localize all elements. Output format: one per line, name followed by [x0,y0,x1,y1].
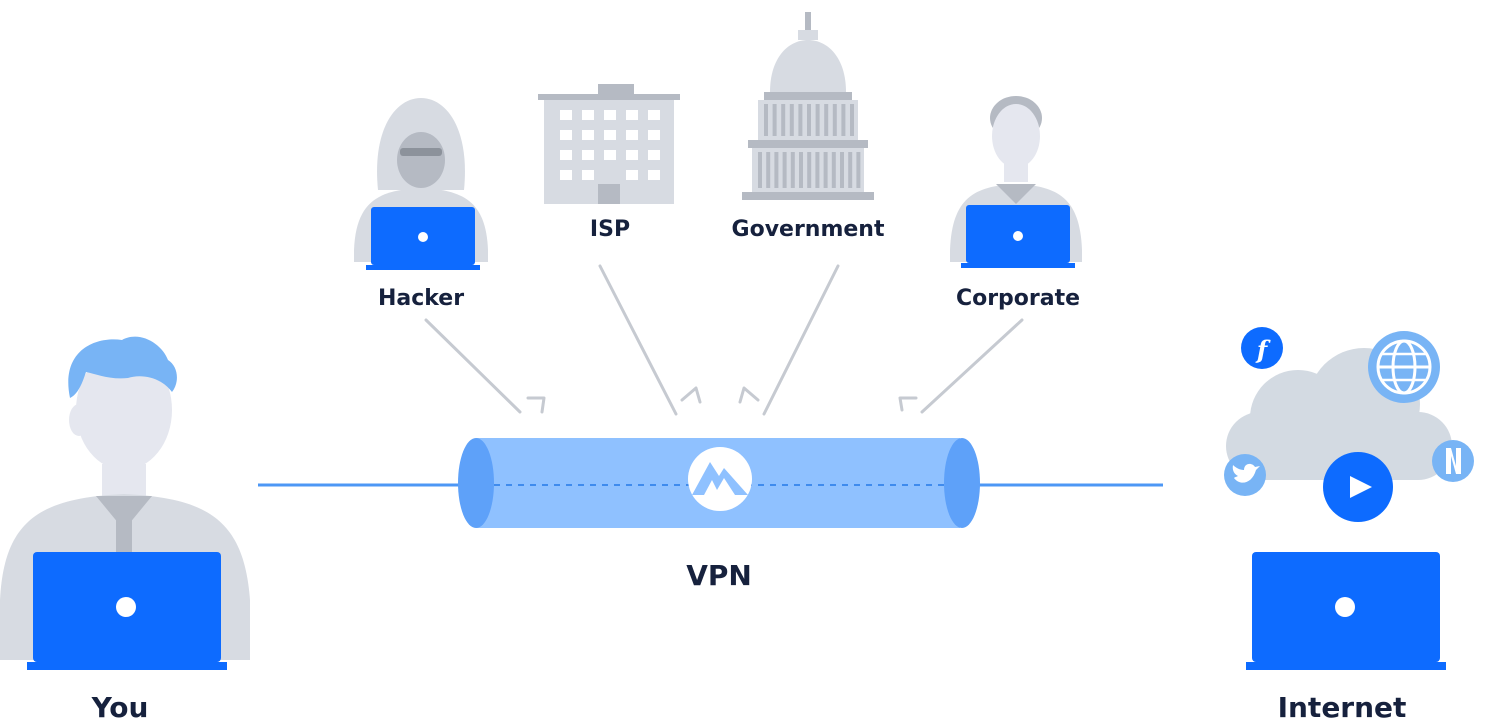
you-head [76,350,172,470]
vpn-label: VPN [686,559,752,592]
isp-windows [560,110,660,180]
internet-cloud [1226,348,1452,480]
corporate-neck [1004,160,1028,182]
capitol-column [823,152,828,188]
isp-window [582,170,594,180]
capitol-column [764,104,768,136]
capitol-column [758,152,762,188]
vpn-tunnel [458,438,980,528]
isp-arrow [598,264,702,416]
government-label: Government [732,217,885,242]
capitol-column [840,152,844,188]
isp-window [626,150,638,160]
you-collar [96,496,152,530]
isp-building-icon [538,84,680,204]
capitol-column [850,104,854,136]
isp-window [604,130,616,140]
capitol-column [856,152,861,188]
isp-window [648,110,660,120]
tunnel-left-cap [458,438,494,528]
capitol-column [799,152,803,188]
hacker-face [397,132,445,188]
netflix-icon [1432,440,1474,482]
capitol-column [815,152,820,188]
isp-label: ISP [590,217,630,242]
capitol-column [841,104,846,136]
isp-window [560,150,572,160]
isp-window [626,130,638,140]
isp-window [560,110,572,120]
isp-window [582,110,594,120]
capitol-column [781,104,786,136]
tunnel-right-cap [944,438,980,528]
corporate-collar [996,184,1036,204]
hacker-label: Hacker [378,286,464,311]
laptop-icon [366,207,480,270]
capitol-column [815,104,820,136]
isp-window [604,110,616,120]
isp-window [560,130,572,140]
capitol-column [848,152,853,188]
hacker-arrow [424,318,546,414]
isp-window [604,150,616,160]
mountain-logo-icon [688,447,752,511]
you-hair [68,336,177,398]
play-icon [1323,452,1393,522]
capitol-column [782,152,787,188]
globe-icon [1368,331,1440,403]
isp-window [648,150,660,160]
laptop-icon [27,552,227,670]
you-figure [0,336,250,670]
corporate-figure [950,96,1082,268]
capitol-column [824,104,829,136]
capitol-column [807,152,812,188]
laptop-icon [1246,552,1446,670]
arrows [424,264,1024,416]
capitol-column [772,104,777,136]
corporate-head [992,104,1040,168]
isp-window [582,150,594,160]
capitol-column [789,104,794,136]
isp-window [560,170,572,180]
isp-window [626,170,638,180]
hacker-figure [354,98,488,270]
capitol-column [798,104,803,136]
you-label: You [91,691,149,724]
facebook-icon: f [1241,327,1283,369]
isp-window [626,110,638,120]
capitol-column [807,104,811,136]
capitol-column [766,152,771,188]
internet-label: Internet [1278,691,1407,724]
government-columns [758,104,861,188]
capitol-column [774,152,779,188]
you-tie [116,520,132,560]
svg-text:f: f [1255,335,1271,364]
capitol-column [790,152,795,188]
government-arrow [738,264,840,416]
isp-window [648,130,660,140]
corporate-label: Corporate [956,286,1080,311]
isp-window [582,130,594,140]
you-neck [102,464,146,498]
hacker-glasses [400,148,442,156]
isp-window [648,170,660,180]
capitol-column [832,104,837,136]
laptop-icon [961,205,1075,268]
capitol-column [831,152,836,188]
corporate-arrow [898,318,1024,414]
twitter-icon [1224,454,1266,496]
